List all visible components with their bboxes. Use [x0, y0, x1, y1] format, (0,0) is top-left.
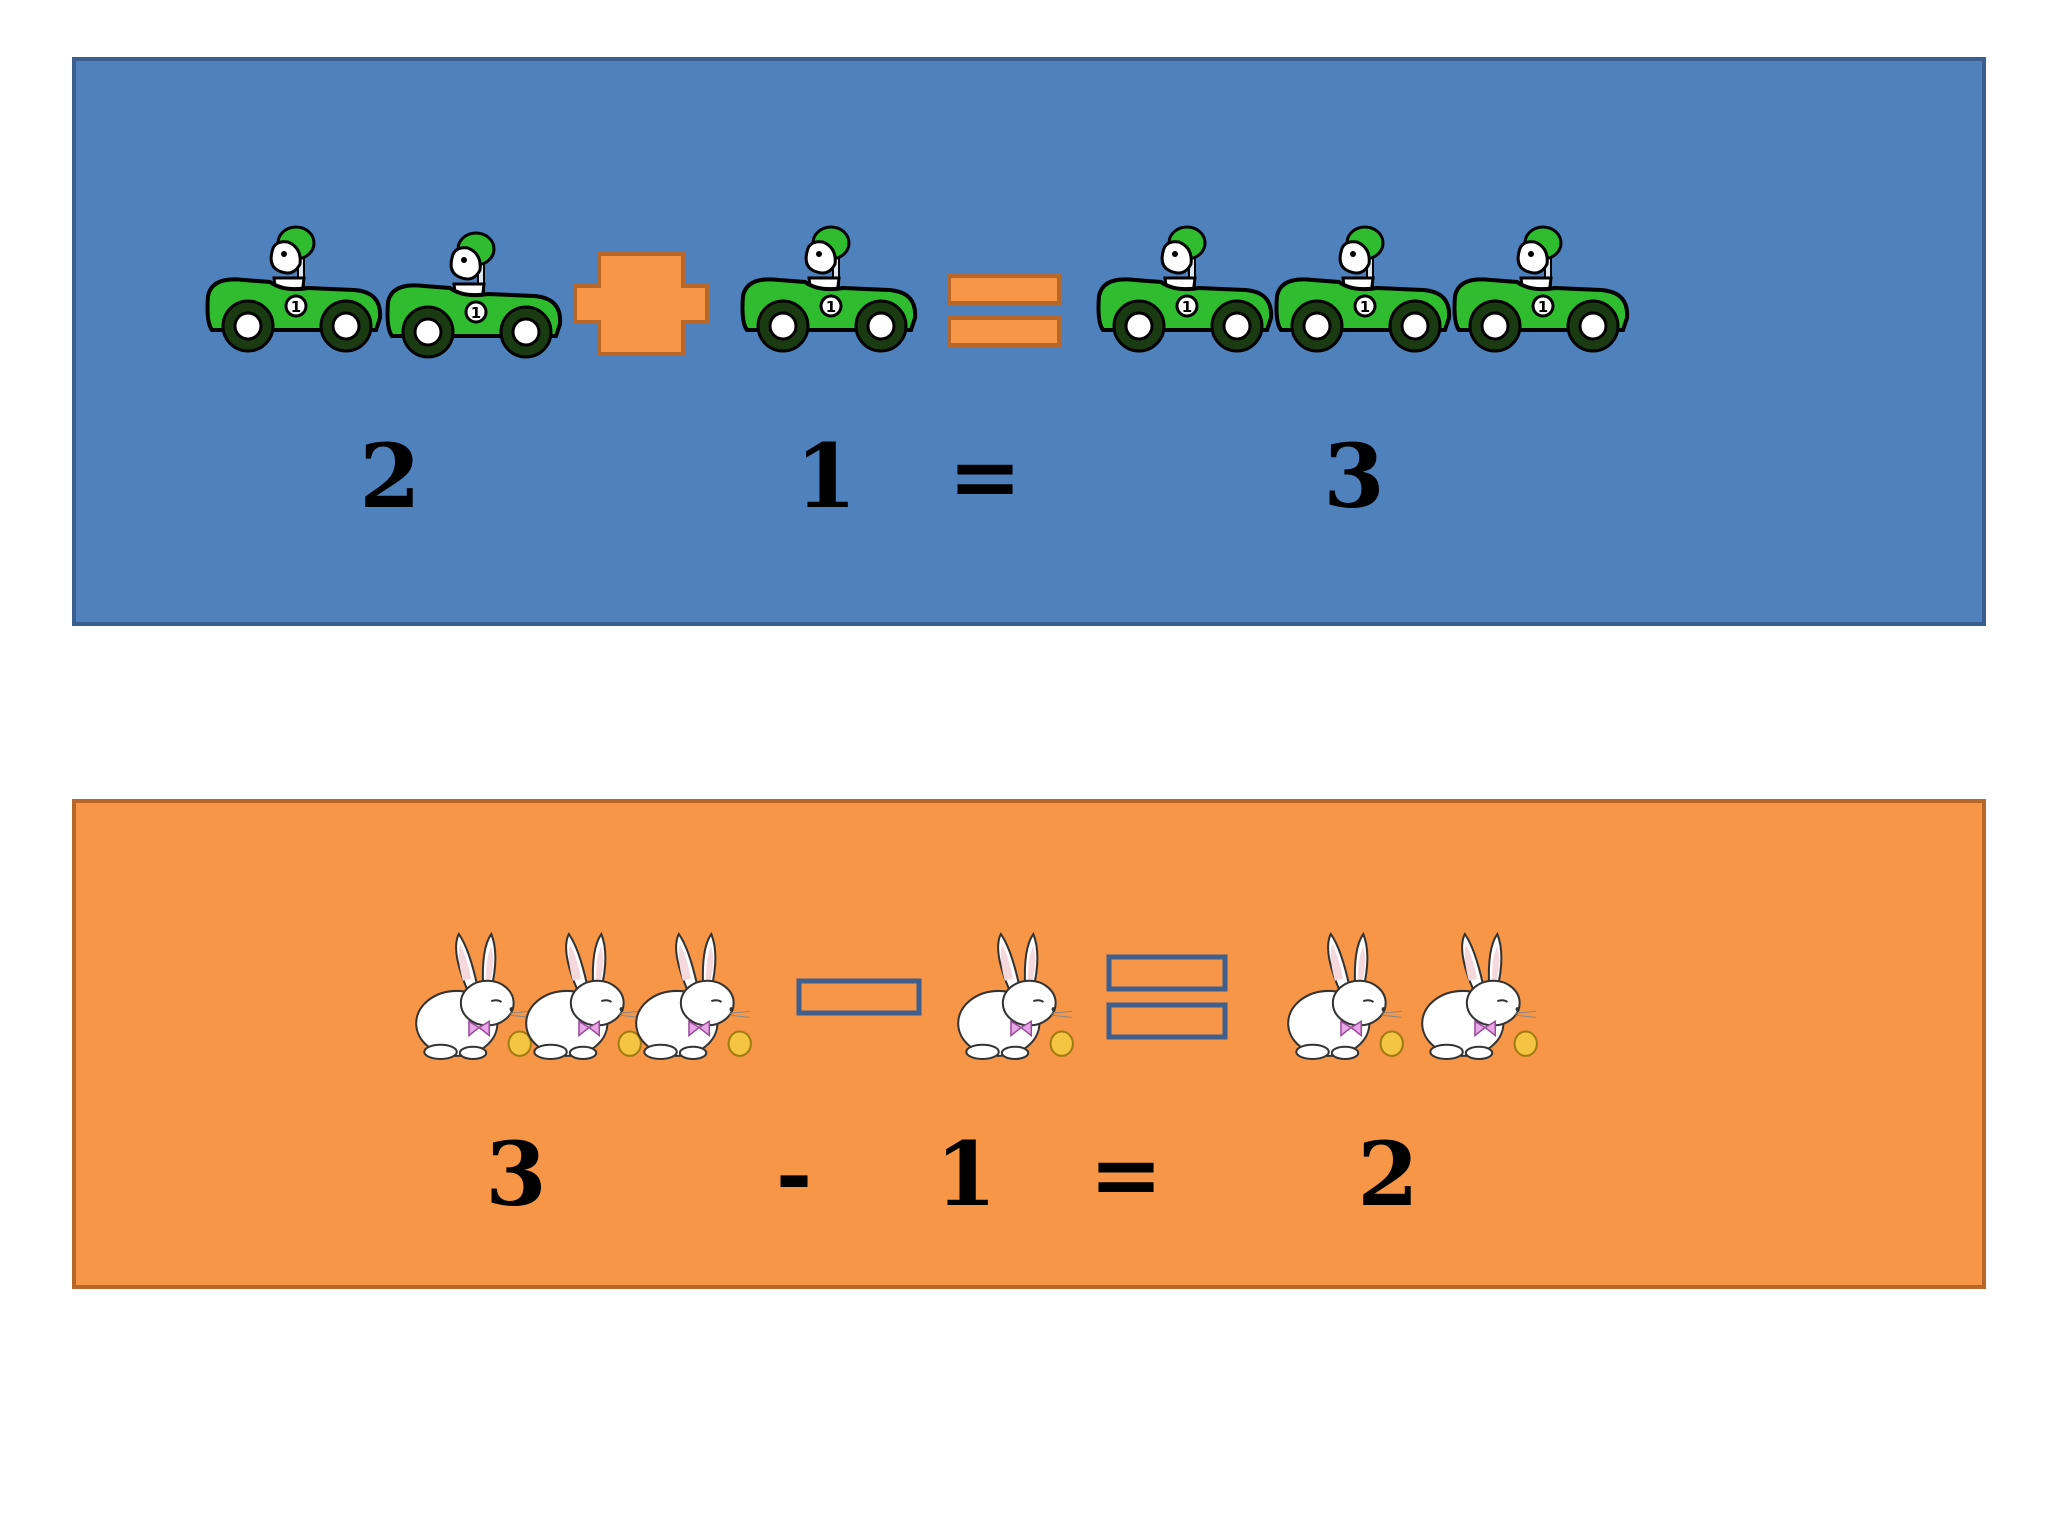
- race-car-icon: [1094, 218, 1276, 358]
- race-car-icon: [203, 218, 385, 358]
- addend-left-number: 2: [359, 424, 421, 528]
- equals-symbol: [947, 274, 1061, 348]
- race-car-icon: [1272, 218, 1454, 358]
- addition-equals-sign: =: [948, 424, 1022, 528]
- subtraction-result-number: 2: [1357, 1122, 1419, 1226]
- race-car-icon: [383, 224, 565, 364]
- race-car-icon: [738, 218, 920, 358]
- bunny-icon: [952, 930, 1074, 1062]
- bunny-icon: [1282, 930, 1404, 1062]
- minus-symbol: [796, 978, 922, 1016]
- subtraction-equals-sign: =: [1089, 1122, 1163, 1226]
- bunny-icon: [630, 930, 752, 1062]
- minuend-number: 3: [485, 1122, 547, 1226]
- race-car-icon: [1450, 218, 1632, 358]
- subtrahend-number: 1: [935, 1122, 997, 1226]
- bunny-icon: [520, 930, 642, 1062]
- addition-result-number: 3: [1323, 424, 1385, 528]
- equals-symbol: [1106, 954, 1228, 1040]
- addend-right-number: 1: [795, 424, 857, 528]
- bunny-icon: [410, 930, 532, 1062]
- minus-sign: -: [775, 1122, 813, 1226]
- bunny-icon: [1416, 930, 1538, 1062]
- plus-symbol: [573, 252, 709, 356]
